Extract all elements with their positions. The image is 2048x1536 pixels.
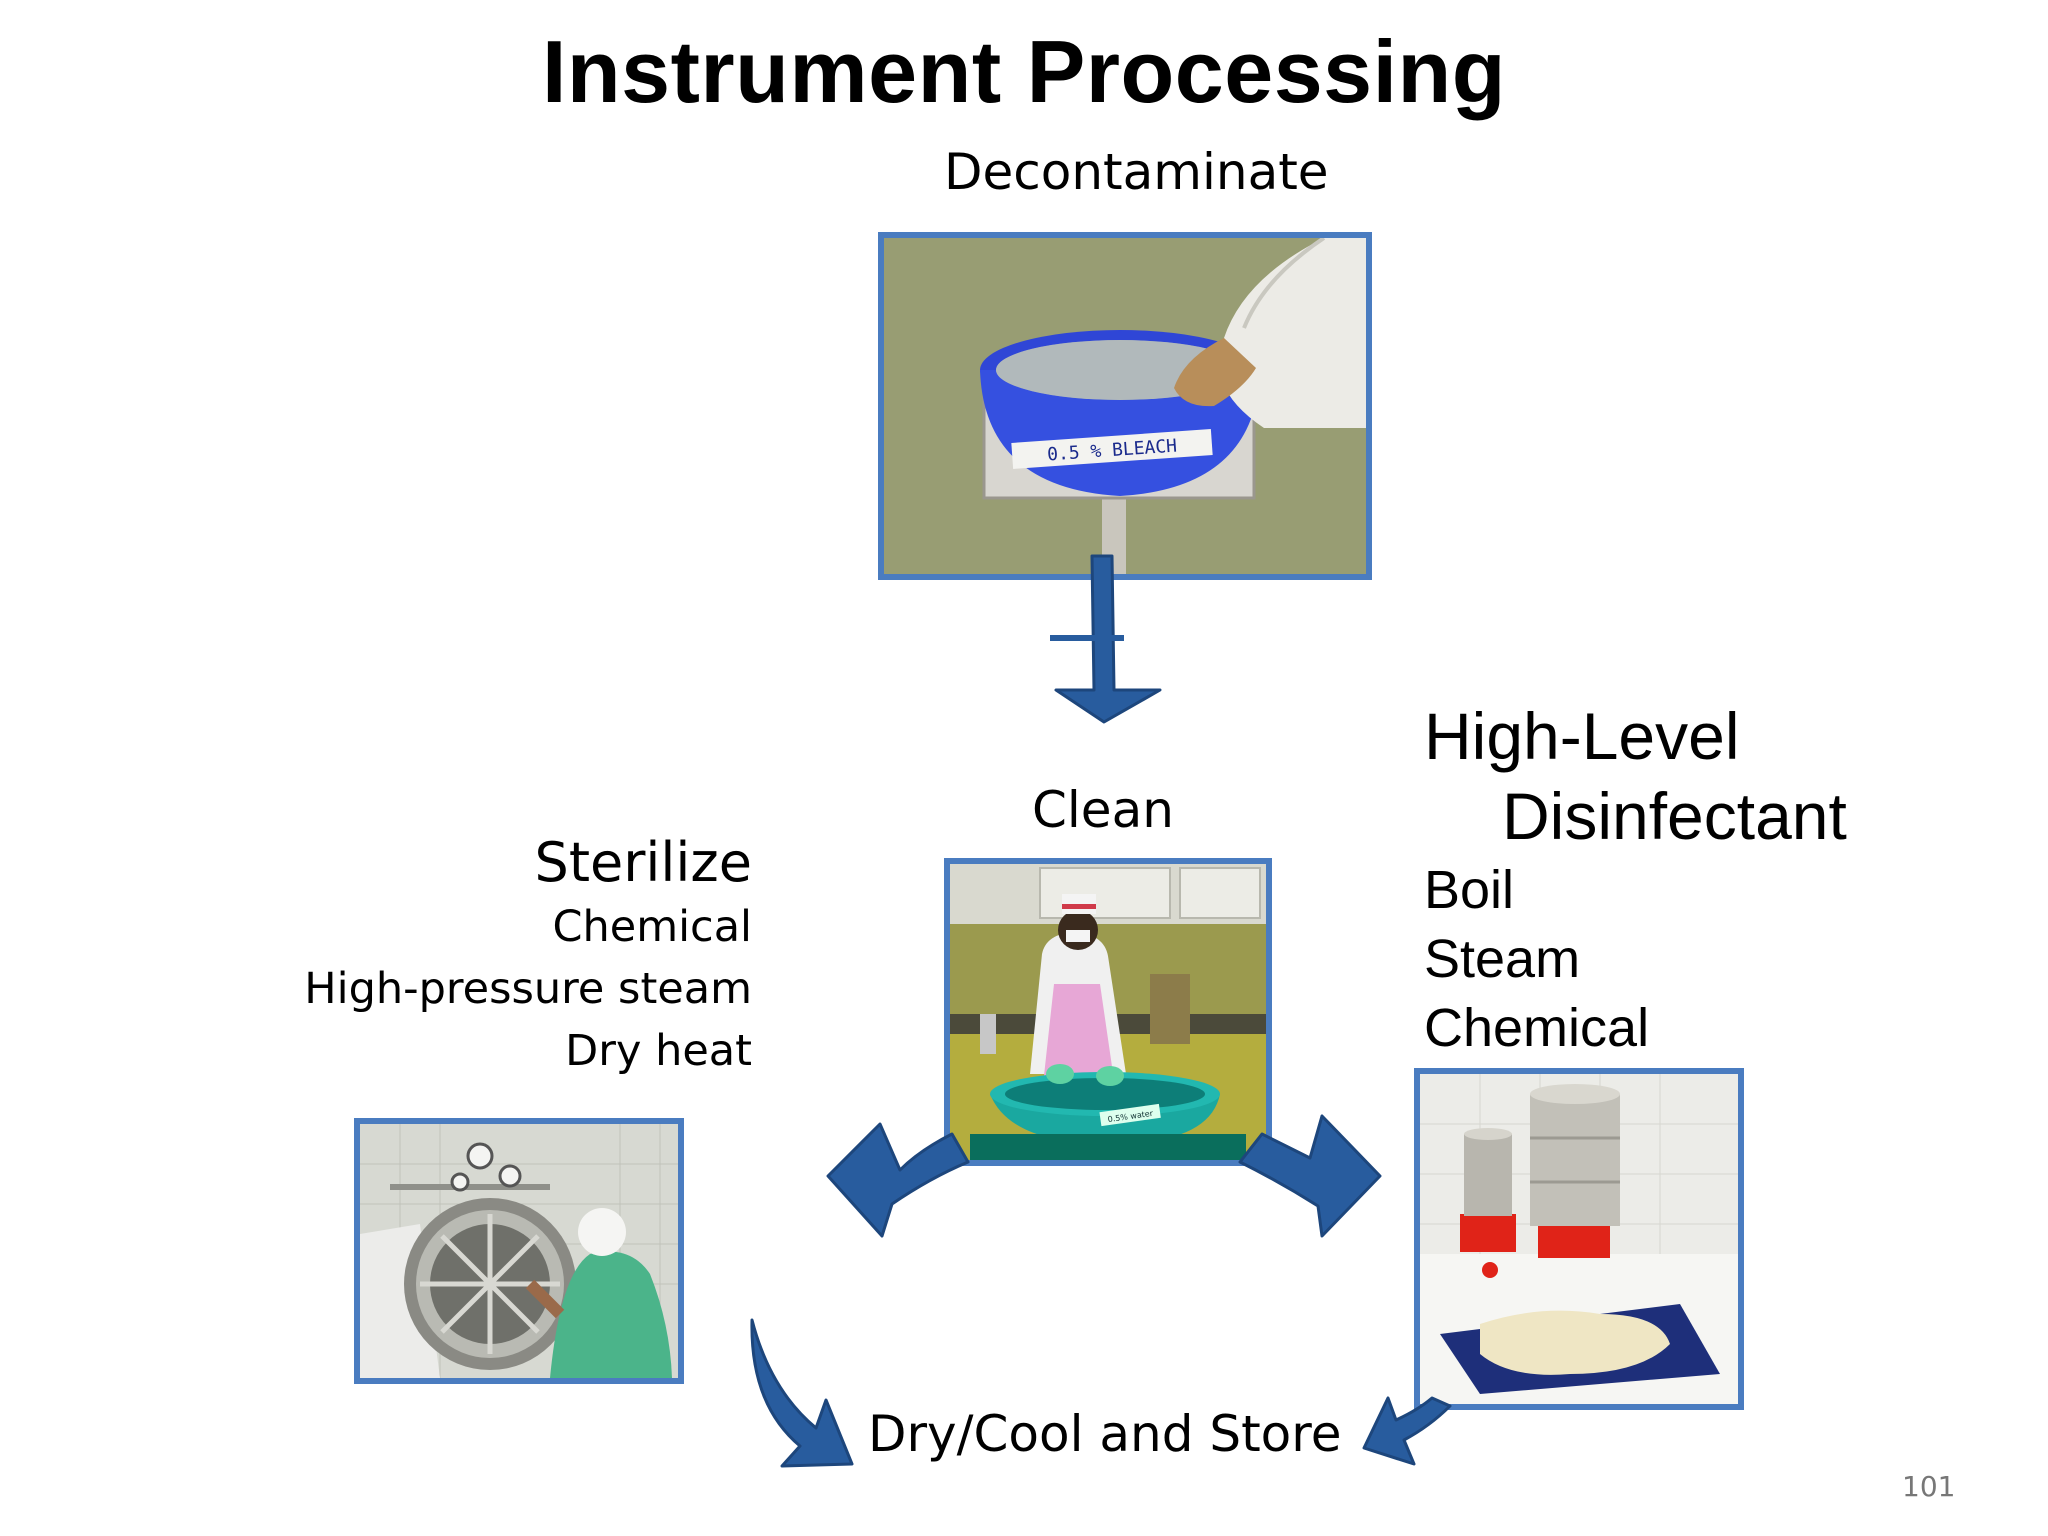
- decontaminate-photo: 0.5 % BLEACH: [878, 232, 1372, 580]
- clean-label: Clean: [1032, 781, 1174, 839]
- high-level-disinfectant-text: High-Level Disinfectant Boil Steam Chemi…: [1424, 696, 1847, 1063]
- sterilize-text: Sterilize Chemical High-pressure steam D…: [300, 830, 752, 1082]
- store-label: Dry/Cool and Store: [868, 1405, 1342, 1463]
- sterilize-method: Dry heat: [565, 1026, 752, 1076]
- down-arrow-icon: [1054, 554, 1162, 724]
- clean-photo: 0.5% water: [944, 858, 1272, 1166]
- arrow-decontaminate-to-clean: [1050, 554, 1162, 724]
- sterilize-heading: Sterilize: [534, 831, 752, 894]
- sterilize-method: Chemical: [552, 902, 752, 952]
- hld-method: Steam: [1424, 929, 1581, 989]
- slide-title: Instrument Processing: [541, 22, 1507, 121]
- sterilize-to-store-arrow-icon: [750, 1318, 854, 1468]
- hld-method: Boil: [1424, 860, 1515, 920]
- high-level-disinfectant-photo: [1414, 1068, 1744, 1410]
- hld-heading-line2: Disinfectant: [1502, 779, 1847, 853]
- hld-method: Chemical: [1424, 998, 1650, 1058]
- decontaminate-label: Decontaminate: [944, 143, 1329, 201]
- sterilize-method: High-pressure steam: [304, 964, 752, 1014]
- sterilize-photo: [354, 1118, 684, 1384]
- page-number: 101: [1902, 1470, 1956, 1503]
- hld-heading-line1: High-Level: [1424, 699, 1740, 773]
